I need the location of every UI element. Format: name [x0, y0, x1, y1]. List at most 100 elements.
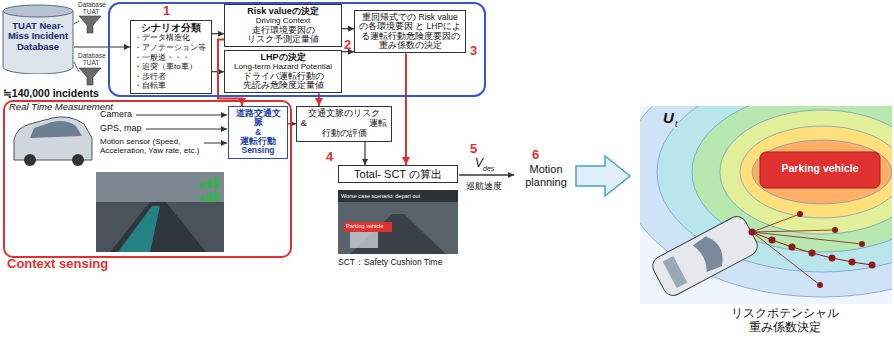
- process-box: 重回帰式での Risk valueの各環境要因 と LHPによる運転行動危険度要…: [354, 10, 466, 53]
- trajectory: [749, 211, 876, 288]
- trajectory: [752, 214, 800, 232]
- box-heading: Risk valueの決定: [228, 7, 338, 17]
- risk-potential-map: [720, 110, 892, 234]
- risk-potential-map: [752, 140, 892, 204]
- process-box: シナリオ分類・データ構造化 ・アノテーション等 ・一般道・・・ ・追突（車to車…: [130, 20, 212, 94]
- flow-connector: [342, 51, 354, 52]
- sensor-arrow: [204, 143, 227, 144]
- callout-number: 1: [163, 4, 170, 17]
- box-heading: シナリオ分類: [134, 23, 208, 33]
- flow-arrow: [459, 174, 514, 176]
- callout-number: 4: [326, 150, 333, 163]
- funnel-icon: [74, 16, 101, 85]
- trajectory: [832, 227, 838, 233]
- sensor-name: Camera: [100, 109, 132, 119]
- box-text: 道路交通文脈 & 運転行動 Sensing: [232, 109, 284, 156]
- parking-vehicle: [760, 152, 880, 188]
- sensor-arrow: [136, 115, 227, 116]
- flow-connector: [364, 142, 365, 165]
- box-text: 重回帰式での Risk valueの各環境要因 と LHPによる運転行動危険度要…: [358, 13, 462, 50]
- trajectory: [869, 262, 876, 269]
- risk-potential-map: [640, 106, 892, 297]
- trajectory: [752, 232, 872, 265]
- icon-caption: Database TUAT: [78, 1, 104, 16]
- figure-caption: リスクポテンシャル 重み係数決定: [700, 307, 870, 335]
- cylinder-body: [3, 11, 73, 74]
- sct-screenshot: [338, 190, 458, 254]
- block-arrow: [576, 156, 630, 196]
- screen-text: Worse case scenario: depart out: [341, 193, 420, 199]
- sensing-box: 道路交通文脈 & 運転行動 Sensing: [228, 106, 288, 159]
- funnel-icon: [79, 16, 101, 33]
- trajectory: [749, 229, 756, 236]
- sct-screenshot: [338, 190, 458, 202]
- process-box: 交通文脈のリスク & 運転行動の評価: [296, 106, 392, 142]
- camera-screenshot: [214, 191, 219, 202]
- symbol-subscript: des: [483, 165, 494, 172]
- signal-name: 巡航速度: [466, 181, 502, 191]
- image-caption: SCT：Safety Cushion Time: [338, 258, 442, 268]
- car-illustration: [30, 121, 82, 138]
- funnel-icon: [79, 68, 101, 85]
- camera-screenshot: [110, 202, 206, 252]
- sct-screenshot: [350, 214, 446, 254]
- funnel-icon: [74, 21, 79, 24]
- process-box: Total- SCT の算出: [338, 165, 458, 183]
- callout-number: 2: [344, 38, 351, 51]
- camera-screenshot: [200, 182, 205, 188]
- box-text: 交通文脈のリスク & 運転行動の評価: [300, 109, 388, 139]
- symbol: U: [662, 110, 675, 125]
- ego-car: [649, 213, 761, 299]
- box-body: ドライバ運転行動の 先読み危険度定量値: [228, 72, 338, 91]
- callout-number: 3: [470, 44, 477, 57]
- trajectory: [849, 259, 856, 266]
- flow-connector: [74, 46, 130, 47]
- flow-connector: [405, 53, 407, 165]
- camera-screenshot: [214, 177, 219, 188]
- sensor-name: Motion sensor (Speed, Acceleration, Yaw …: [100, 137, 200, 155]
- icon-caption: Database TUAT: [78, 52, 104, 67]
- box-subtitle: Driving Context: [228, 17, 338, 26]
- flow-connector: [288, 123, 296, 124]
- block-arrow: [576, 156, 630, 196]
- screen-text: Parking vehicle: [346, 223, 383, 229]
- sct-screenshot: [350, 232, 378, 248]
- car-illustration: [14, 117, 92, 160]
- box-heading: LHPの決定: [228, 53, 338, 63]
- bullet-list: ・データ構造化 ・アノテーション等 ・一般道・・・ ・追突（車to車） ・歩行者…: [134, 33, 208, 91]
- camera-screenshot: [96, 172, 224, 202]
- trajectory: [752, 232, 820, 285]
- camera-screenshot: [207, 193, 212, 202]
- risk-potential-map: [740, 126, 892, 218]
- vehicle-label: Parking vehicle: [762, 163, 878, 175]
- trajectory: [752, 232, 862, 244]
- car-illustration: [72, 154, 84, 166]
- parking-vehicle: [760, 152, 880, 188]
- camera-screenshot: [207, 180, 212, 188]
- camera-screenshot: [96, 172, 224, 252]
- trajectory: [789, 244, 796, 251]
- camera-screenshot: [200, 196, 205, 202]
- sct-screenshot: [344, 222, 392, 232]
- symbol: V: [475, 157, 483, 169]
- camera-screenshot: [96, 172, 224, 252]
- sensor-name: GPS, map: [100, 123, 142, 133]
- group-title: Context sensing: [7, 257, 108, 271]
- ego-car: [663, 256, 688, 288]
- callout-number: 5: [470, 142, 477, 155]
- database-cylinder: TUAT Near-Miss Incident Database: [2, 4, 74, 74]
- flow-arrow: [459, 175, 514, 176]
- context-sensing-group: Context sensing道路交通文脈 & 運転行動 Sensing: [3, 100, 292, 258]
- car-illustration: [14, 117, 92, 166]
- ego-car: [692, 233, 728, 274]
- car-illustration: [24, 154, 36, 166]
- trajectory: [829, 255, 836, 262]
- cylinder-top: [3, 5, 73, 17]
- symbol-subscript: t: [674, 120, 679, 129]
- box-body: 走行環境要因の リスク予測定量値: [228, 26, 338, 45]
- database-name: TUAT Near-Miss Incident Database: [6, 21, 70, 52]
- sensor-arrow: [146, 129, 227, 130]
- risk-potential-map: [640, 106, 892, 304]
- funnel-icon: [74, 62, 79, 72]
- offline-analysis-group: 1 2 3 シナリオ分類・データ構造化 ・アノテーション等 ・一般道・・・ ・追突（車…: [108, 2, 486, 97]
